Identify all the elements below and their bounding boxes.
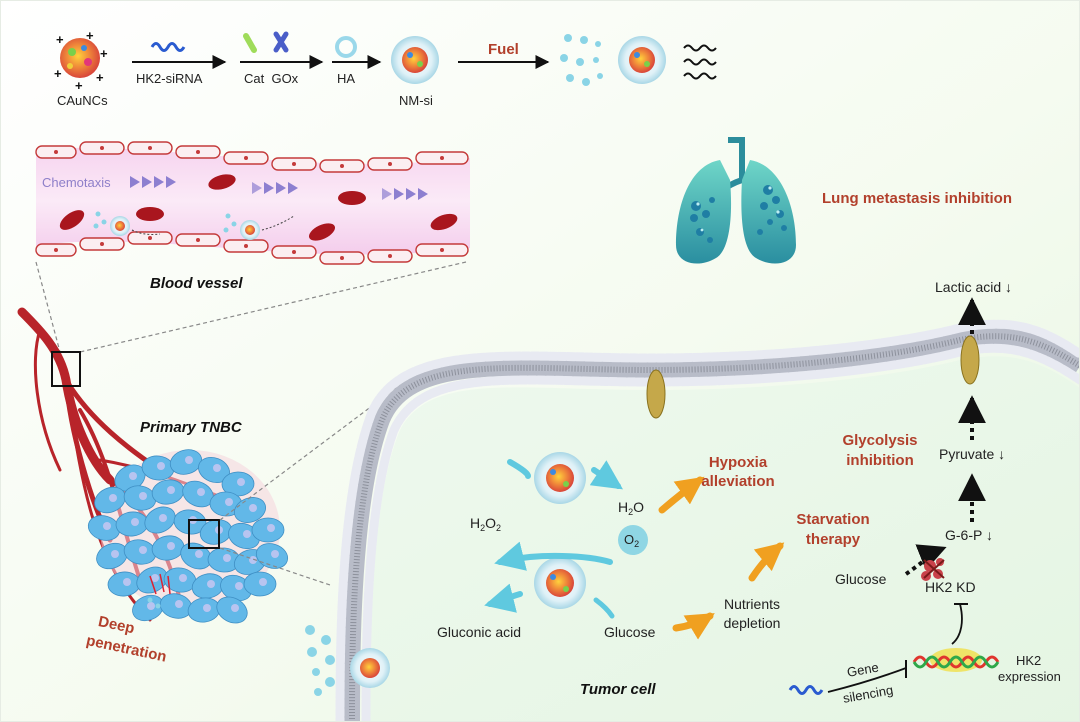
label-expression: expression: [998, 669, 1061, 684]
label-g6p: G-6-P ↓: [945, 527, 993, 543]
svg-text:+: +: [56, 32, 64, 47]
svg-text:+: +: [100, 46, 108, 61]
label-glycolysis: Glycolysis: [842, 432, 918, 449]
tumor-cell-nucleus: [231, 604, 239, 612]
label-h2o2: H2O2: [470, 515, 502, 533]
tumor-cell-nucleus: [271, 550, 279, 558]
pipeline-row: + + + + + +: [54, 28, 717, 93]
tumor-cell-nucleus: [139, 546, 147, 554]
tumor-cell-nucleus: [123, 578, 131, 586]
label-starvation: Starvation: [796, 511, 870, 528]
tumor-cell-nucleus: [195, 550, 203, 558]
tumor-cell-nucleus: [225, 498, 233, 506]
label-lung-metastasis: Lung metastasis inhibition: [822, 190, 1013, 207]
tumor-cell-nucleus: [213, 464, 221, 472]
tumor-cell-nucleus: [111, 550, 119, 558]
label-ha: HA: [337, 71, 356, 86]
label-fuel: Fuel: [488, 41, 519, 58]
label-nm-si: NM-si: [399, 93, 433, 108]
tumor-cell-nucleus: [203, 604, 211, 612]
glycolysis-pathway: [788, 297, 1000, 695]
reaction-scheme: [484, 452, 785, 640]
label-blood-vessel: Blood vessel: [150, 275, 243, 292]
tumor-cell-nucleus: [235, 582, 243, 590]
svg-text:+: +: [86, 28, 94, 43]
tumor-cell-nucleus: [147, 602, 155, 610]
tumor-cell-nucleus: [259, 578, 267, 586]
tumor-cell-nucleus: [109, 494, 117, 502]
label-pyruvate: Pyruvate ↓: [939, 446, 1006, 462]
label-hk2: HK2: [1016, 653, 1042, 668]
label-depletion: depletion: [723, 615, 781, 631]
label-hypoxia: Hypoxia: [708, 454, 768, 471]
label-glucose-center: Glucose: [604, 624, 656, 640]
label-tumor-cell: Tumor cell: [580, 681, 656, 698]
tumor-cell-nucleus: [157, 462, 165, 470]
tumor-cell-nucleus: [179, 574, 187, 582]
tumor-cell-nucleus: [139, 492, 147, 500]
tumor-cluster: [87, 449, 289, 624]
tumor-cell-nucleus: [175, 600, 183, 608]
tumor-cell-nucleus: [129, 472, 137, 480]
label-glucose-pathway: Glucose: [835, 571, 887, 587]
label-chemotaxis: Chemotaxis: [42, 175, 111, 190]
label-caunc: CAuNCs: [57, 93, 108, 108]
svg-text:+: +: [75, 78, 83, 93]
tumor-cell-nucleus: [167, 486, 175, 494]
tumor-cell-nucleus: [185, 456, 193, 464]
tumor-cell-nucleus: [249, 504, 257, 512]
blood-vessel: [35, 141, 470, 265]
tumor-cell-nucleus: [151, 574, 159, 582]
lung-illustration: [676, 137, 796, 264]
label-therapy: therapy: [805, 531, 861, 548]
tumor-cell-nucleus: [237, 478, 245, 486]
label-hk2-kd: HK2 KD: [925, 579, 976, 595]
label-nutrients: Nutrients: [723, 596, 781, 612]
tumor-cell-nucleus: [159, 514, 167, 522]
label-h2o: H2O: [618, 499, 645, 517]
label-inhibition: inhibition: [846, 452, 914, 469]
tumor-cell-nucleus: [267, 524, 275, 532]
tumor-cell-nucleus: [131, 518, 139, 526]
label-o2: O2: [624, 532, 640, 549]
label-alleviation: alleviation: [701, 473, 775, 490]
label-cat-gox: Cat GOx: [244, 71, 299, 86]
tumor-cell-nucleus: [249, 556, 257, 564]
svg-text:+: +: [54, 66, 62, 81]
label-primary-tnbc: Primary TNBC: [140, 419, 242, 436]
label-lactic-acid: Lactic acid ↓: [935, 279, 1013, 295]
svg-text:+: +: [96, 70, 104, 85]
tumor-cell-nucleus: [167, 542, 175, 550]
tumor-cell-nucleus: [207, 580, 215, 588]
tumor-cell-nucleus: [223, 554, 231, 562]
cell-membrane: [335, 319, 1080, 722]
tumor-cell-nucleus: [197, 488, 205, 496]
tumor-cell-nucleus: [103, 522, 111, 530]
label-hk2-sirna: HK2-siRNA: [136, 71, 203, 86]
label-gluconic-acid: Gluconic acid: [437, 624, 522, 640]
tumor-cell-nucleus: [243, 530, 251, 538]
